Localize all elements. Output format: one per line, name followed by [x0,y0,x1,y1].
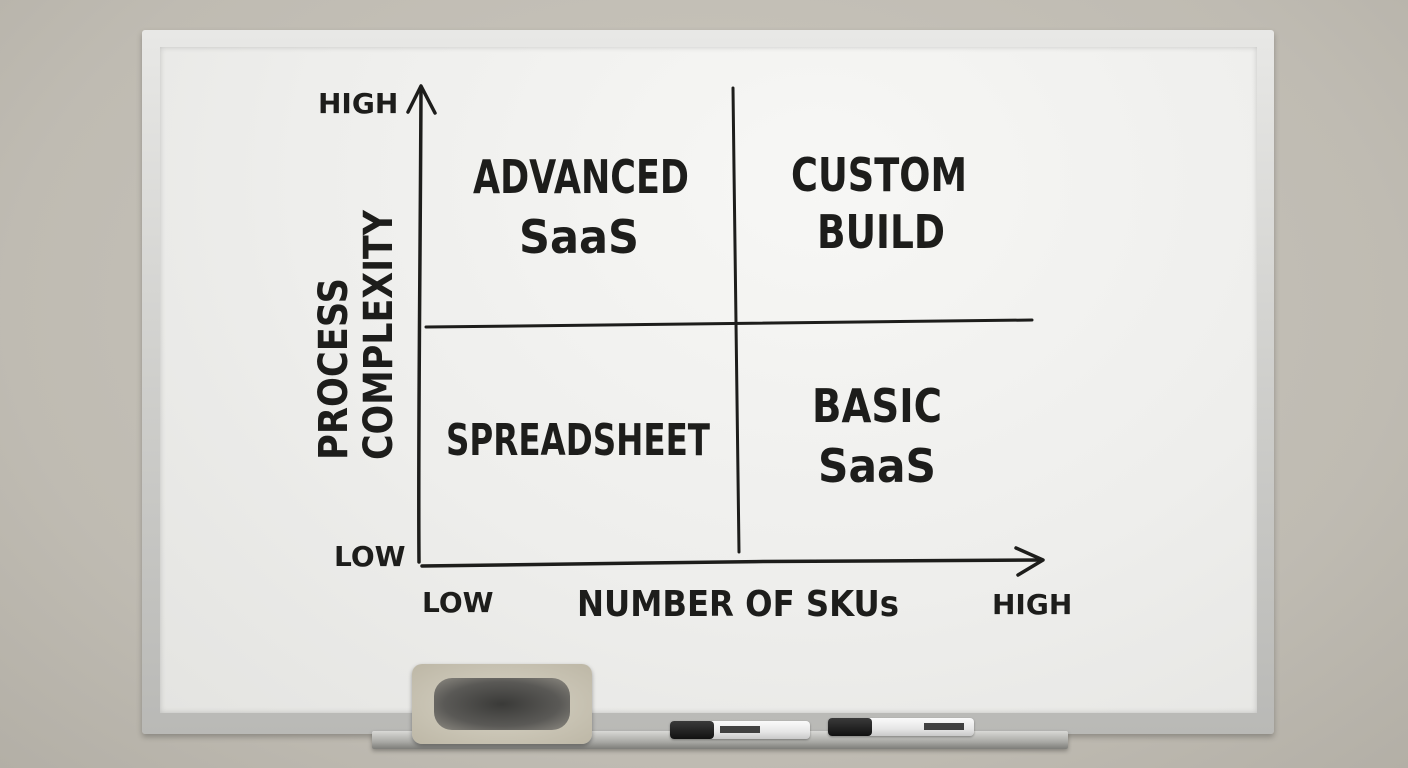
x-axis-arrowhead [1014,546,1045,577]
x-axis-low-label: LOW [422,586,494,619]
marker-black-2[interactable] [828,718,974,736]
quadrant-top-left-line2: SaaS [519,210,639,264]
quadrant-top-right-line2: BUILD [817,205,945,259]
eraser-felt-pad [434,678,570,730]
y-axis-line [416,88,423,564]
eraser[interactable] [412,664,592,744]
quadrant-bottom-right-line1: BASIC [812,379,942,433]
marker-black-1[interactable] [670,721,810,739]
x-axis-high-label: HIGH [992,588,1072,621]
horizontal-divider [424,318,1034,329]
y-axis-arrowhead [406,84,437,115]
marker-cap [828,718,872,736]
quadrant-top-right-line1: CUSTOM [791,148,967,202]
vertical-divider [731,86,741,554]
quadrant-bottom-left-line1: SPREADSHEET [446,415,710,466]
marker-label-band [720,726,760,733]
quadrant-bottom-right-line2: SaaS [818,439,936,493]
y-axis-high-label: HIGH [318,87,398,120]
x-axis-line [420,558,1042,568]
y-axis-title-line2: COMPLEXITY [356,209,402,460]
y-axis-title-line1: PROCESS [311,278,357,460]
quadrant-top-left-line1: ADVANCED [473,150,689,204]
y-axis-low-label: LOW [334,540,406,573]
marker-label-band [924,723,964,730]
whiteboard-surface [160,47,1257,713]
x-axis-title: NUMBER OF SKUs [577,584,899,625]
marker-cap [670,721,714,739]
